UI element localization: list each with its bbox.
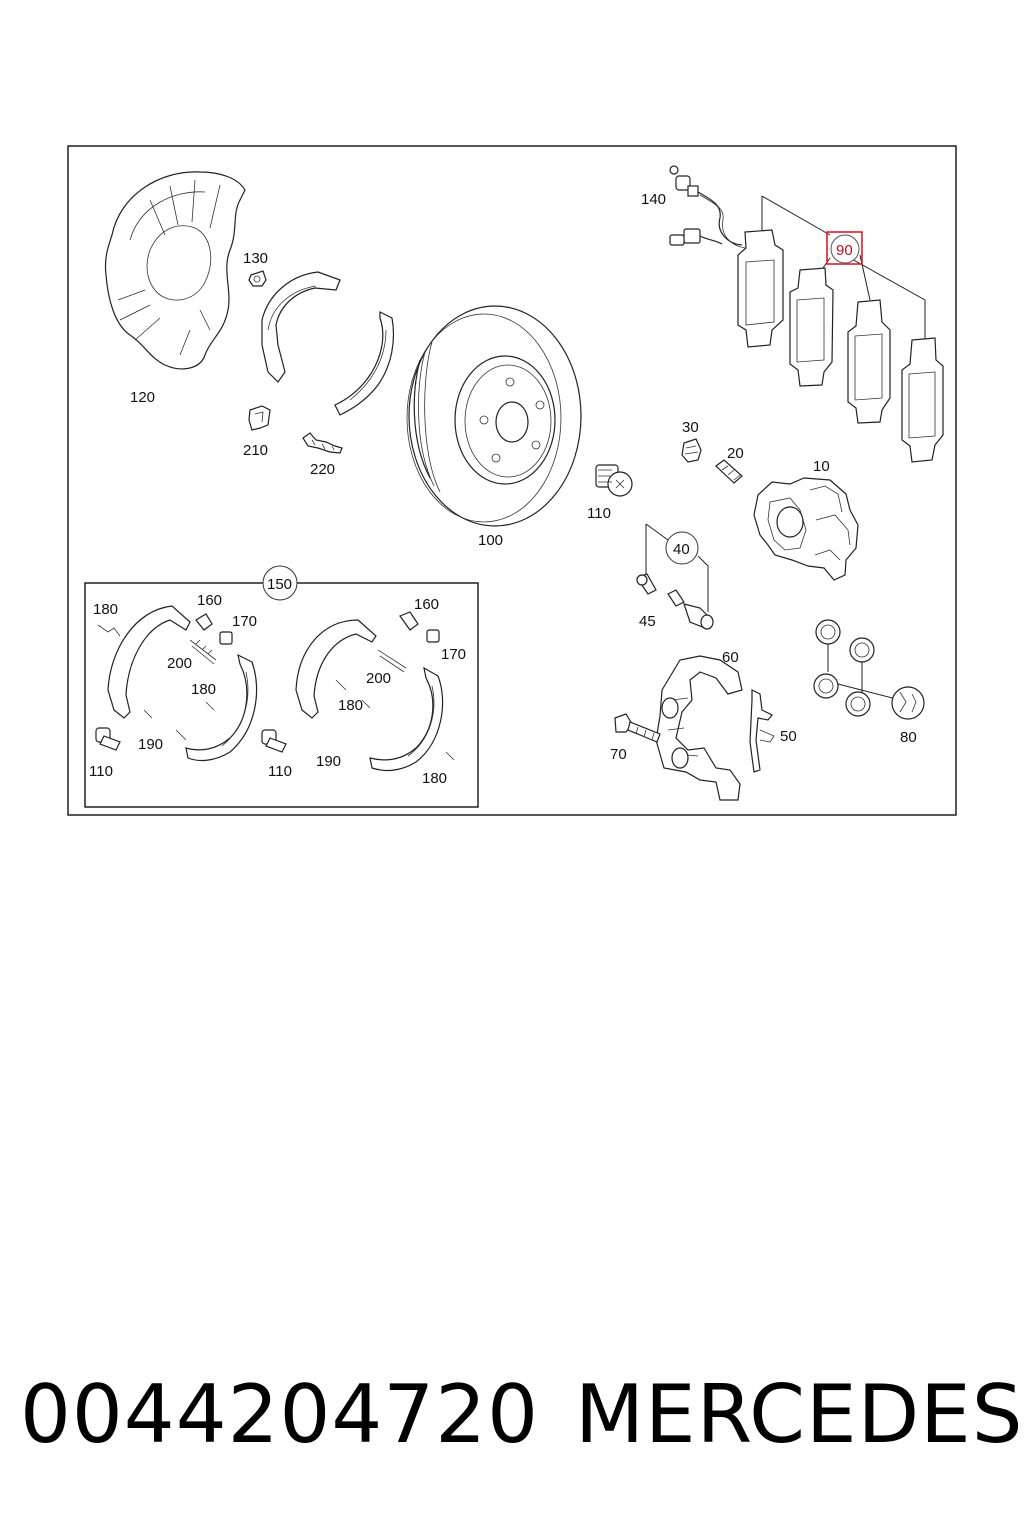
label-60: 60 (722, 649, 739, 666)
inset-left-shoe-upper[interactable] (107, 605, 191, 719)
caliper-carrier[interactable] (655, 655, 743, 801)
spring-clip-50[interactable] (749, 689, 775, 773)
bolt-70[interactable] (614, 713, 661, 743)
parking-shoe-upper[interactable] (261, 271, 341, 383)
label-45: 45 (639, 613, 656, 630)
label-150: 150 (267, 576, 292, 593)
callout-40[interactable] (665, 531, 699, 565)
label-140: 140 (641, 191, 666, 208)
adjuster-220[interactable] (302, 432, 343, 454)
label-160-a: 160 (197, 592, 222, 609)
label-110-c: 110 (268, 763, 292, 780)
label-210: 210 (243, 442, 268, 459)
caliper-10[interactable] (753, 477, 859, 581)
brand-name: MERCEDES (575, 1368, 1024, 1461)
brake-disc[interactable] (406, 305, 582, 527)
cap-30[interactable] (681, 438, 702, 463)
label-40: 40 (673, 541, 690, 558)
inset-right-shoe-upper[interactable] (295, 619, 377, 719)
label-190-a: 190 (138, 736, 163, 753)
clip-210[interactable] (248, 405, 271, 431)
brake-pad-3[interactable] (847, 299, 891, 424)
guide-pin-long[interactable] (667, 589, 714, 630)
label-100: 100 (478, 532, 503, 549)
diagram-frame (67, 145, 957, 816)
label-180-b: 180 (191, 681, 216, 698)
brake-pad-1[interactable] (737, 229, 784, 348)
label-90: 90 (836, 242, 853, 259)
parking-shoe-lower[interactable] (334, 311, 395, 416)
label-220: 220 (310, 461, 335, 478)
footer: 0044204720 MERCEDES (0, 1360, 1024, 1480)
label-120: 120 (130, 389, 155, 406)
label-180-a: 180 (93, 601, 118, 618)
label-10: 10 (813, 458, 830, 475)
brake-pad-4[interactable] (901, 337, 944, 463)
screw-110-main[interactable] (595, 464, 633, 497)
label-130: 130 (243, 250, 268, 267)
label-20: 20 (727, 445, 744, 462)
label-80: 80 (900, 729, 917, 746)
nut-130[interactable] (248, 270, 267, 287)
label-170-a: 170 (232, 613, 257, 630)
part-number: 0044204720 (20, 1368, 539, 1461)
leader-90 (761, 195, 926, 345)
leader-40 (645, 523, 709, 612)
label-70: 70 (610, 746, 627, 763)
label-50: 50 (780, 728, 797, 745)
label-160-b: 160 (414, 596, 439, 613)
inset-left-shoe-lower[interactable] (185, 653, 258, 762)
inset-right-bolt[interactable] (261, 729, 287, 753)
seal-kit-80[interactable] (813, 619, 925, 720)
label-170-b: 170 (441, 646, 466, 663)
label-180-d: 180 (422, 770, 447, 787)
brake-parts-diagram: 120 130 210 220 100 (67, 145, 957, 816)
inset-left-bolt[interactable] (95, 727, 121, 751)
label-30: 30 (682, 419, 699, 436)
label-180-c: 180 (338, 697, 363, 714)
callout-150[interactable] (262, 565, 298, 601)
wear-sensor[interactable] (669, 165, 746, 249)
label-190-b: 190 (316, 753, 341, 770)
guide-pin-short[interactable] (636, 573, 657, 595)
inset-right-shoe-lower[interactable] (369, 666, 444, 772)
label-200-b: 200 (366, 670, 391, 687)
dust-shield[interactable] (104, 171, 246, 370)
label-200-a: 200 (167, 655, 192, 672)
label-110-b: 110 (89, 763, 113, 780)
inset-left-springs[interactable] (97, 613, 233, 741)
inset-right-springs[interactable] (335, 611, 455, 761)
brake-pad-2[interactable] (789, 267, 834, 387)
callout-90[interactable] (826, 231, 863, 265)
bleeder-20[interactable] (715, 459, 743, 484)
label-110-main: 110 (587, 505, 611, 522)
